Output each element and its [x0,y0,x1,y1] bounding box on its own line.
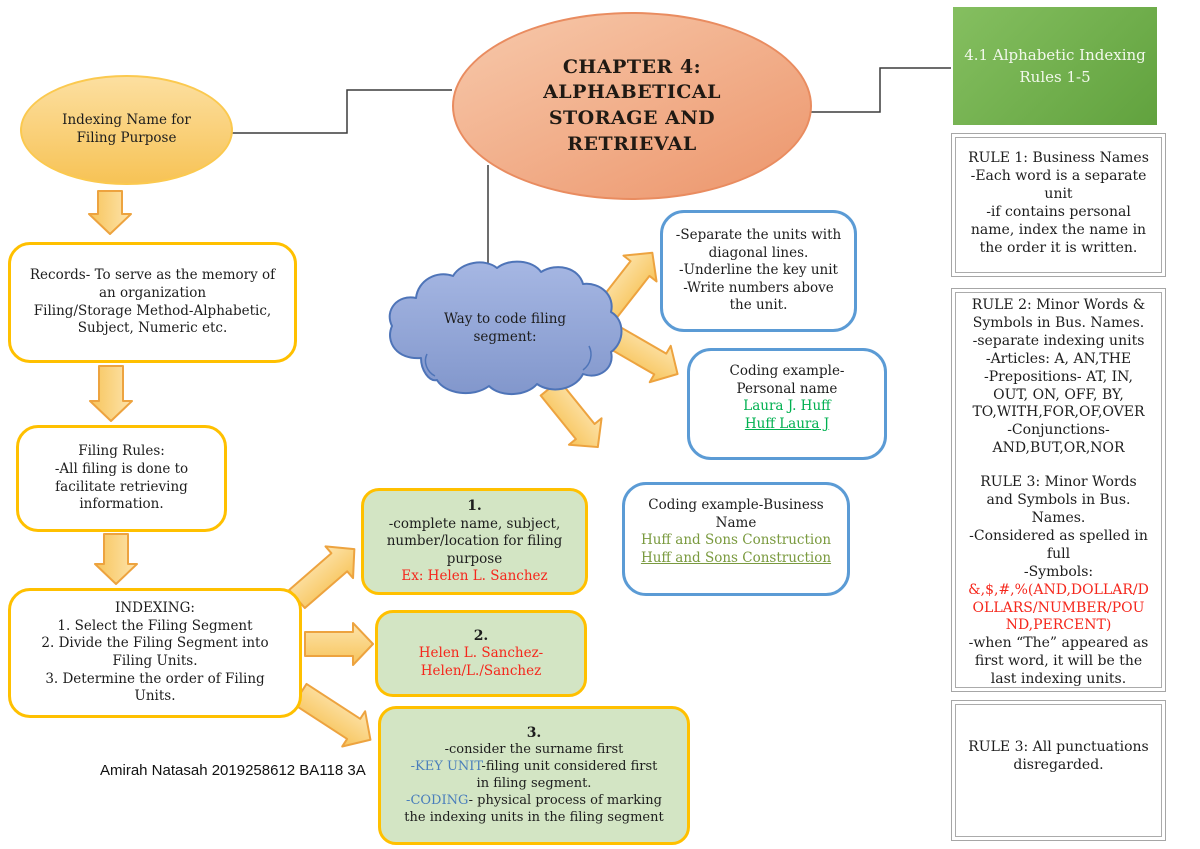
rule1-text: RULE 1: Business Names -Each word is a s… [968,150,1149,256]
step1-box: 1. -complete name, subject, number/locat… [361,488,588,595]
flow-arrow [89,365,133,422]
step3-coding: -CODING- physical process of marking the… [404,793,663,827]
step3-coding-rest: - physical process of marking the indexi… [404,793,664,825]
author-note: Amirah Natasah 2019258612 BA118 3A [100,762,366,779]
rule2-text-part3: -when “The” appeared as first word, it w… [968,635,1149,688]
step1-number: 1. [467,498,482,515]
business-example-coded: Huff and Sons Construction [640,549,832,566]
cloud-shape [388,260,623,395]
personal-example-title: Coding example- Personal name [729,363,845,397]
personal-example-box: Coding example- Personal name Laura J. H… [687,348,887,460]
rule2-text-part2: RULE 3: Minor Words and Symbols in Bus. … [969,474,1148,580]
flow-arrow [539,379,603,449]
records-box: Records- To serve as the memory of an or… [8,242,297,363]
coding-rules-text: -Separate the units with diagonal lines.… [675,227,842,314]
step3-number: 3. [526,725,542,742]
filing-rules-text: Filing Rules: -All filing is done to fac… [54,443,189,513]
indexing-name-ellipse: Indexing Name for Filing Purpose [20,75,233,185]
business-example-title: Coding example-Business Name [648,497,824,531]
step3-keyunit-label: -KEY UNIT [410,759,482,775]
step3-coding-label: -CODING [406,793,469,809]
connector-line-left [232,89,452,134]
cloud-detail-arc [582,345,592,371]
step2-box: 2. Helen L. Sanchez- Helen/L./Sanchez [375,610,587,697]
indexing-steps-box: INDEXING: 1. Select the Filing Segment 2… [8,588,302,718]
flow-arrow [94,533,138,585]
step1-text: -complete name, subject, number/location… [386,515,563,567]
coding-cloud: Way to code filing segment: [383,258,627,400]
chapter-title: CHAPTER 4: ALPHABETICAL STORAGE AND RETR… [543,55,721,155]
indexing-name-label: Indexing Name for Filing Purpose [62,112,191,146]
flow-arrow [304,622,374,666]
connector-line-right [810,67,951,113]
cloud-label: Way to code filing segment: [443,311,567,345]
step3-keyunit-rest: -filing unit considered first in filing … [476,759,658,792]
personal-example-original: Laura J. Huff [743,398,831,415]
rule3-text: RULE 3: All punctuations disregarded. [968,739,1149,773]
rule2-text-part1: RULE 2: Minor Words & Symbols in Bus. Na… [971,297,1146,457]
step3-keyunit: -KEY UNIT-filing unit considered first i… [411,759,658,793]
personal-example-coded: Huff Laura J [744,415,830,432]
rules-header-label: 4.1 Alphabetic Indexing Rules 1-5 [964,45,1146,87]
step1-example: Ex: Helen L. Sanchez [401,568,548,585]
flow-arrow [288,545,356,610]
coding-rules-box: -Separate the units with diagonal lines.… [660,210,857,332]
records-text: Records- To serve as the memory of an or… [29,267,276,337]
step3-box: 3. -consider the surname first -KEY UNIT… [378,706,690,845]
indexing-steps-text: INDEXING: 1. Select the Filing Segment 2… [41,600,269,705]
business-example-box: Coding example-Business Name Huff and So… [622,482,850,596]
flow-arrow [292,682,372,748]
step3-line1: -consider the surname first [444,742,624,758]
step2-number: 2. [473,627,489,644]
rule3-box: RULE 3: All punctuations disregarded. [951,700,1166,841]
chapter-ellipse: CHAPTER 4: ALPHABETICAL STORAGE AND RETR… [452,12,812,200]
cloud-detail-arc [424,353,436,377]
flow-arrow [88,190,132,235]
rule2-symbols: &,$,#,%(AND,DOLLAR/D OLLARS/NUMBER/POU N… [968,581,1149,634]
step2-example: Helen L. Sanchez- Helen/L./Sanchez [418,645,544,679]
business-example-original: Huff and Sons Construction [640,532,832,549]
rules-header-box: 4.1 Alphabetic Indexing Rules 1-5 [953,7,1157,125]
rule1-box: RULE 1: Business Names -Each word is a s… [951,133,1166,277]
filing-rules-box: Filing Rules: -All filing is done to fac… [16,425,227,532]
rule2-box: RULE 2: Minor Words & Symbols in Bus. Na… [951,288,1166,692]
